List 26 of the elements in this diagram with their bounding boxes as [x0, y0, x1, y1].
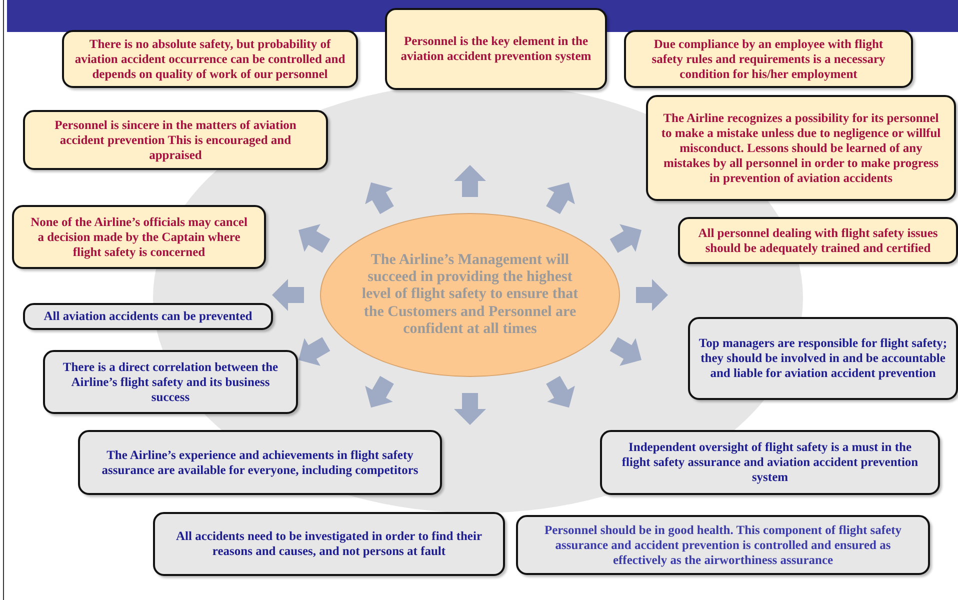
- statement-box: Personnel is sincere in the matters of aviation accident prevention This is encouraged and appraised: [23, 110, 328, 170]
- statement-box: Top managers are responsible for flight safety; they should be involved in and be accountable and liable for aviation accident prevention: [688, 317, 958, 400]
- statement-box: Independent oversight of flight safety is a must in the flight safety assurance and aviation accident prevention system: [600, 430, 940, 495]
- statement-box: Personnel is the key element in the aviation accident prevention system: [385, 8, 607, 90]
- block-arrow: [298, 224, 330, 253]
- statement-box: All personnel dealing with flight safety issues should be adequately trained and certified: [678, 217, 958, 264]
- block-arrow: [272, 279, 304, 311]
- statement-box: None of the Airline’s officials may cancel a decision made by the Captain where flight safety is concerned: [12, 205, 266, 269]
- block-arrow: [298, 337, 330, 366]
- block-arrow: [454, 393, 486, 425]
- statement-box: All aviation accidents can be prevented: [23, 303, 273, 330]
- statement-box: The Airline’s experience and achievements in flight safety assurance are available for everyone, including competitors: [78, 430, 442, 495]
- statement-box: Personnel should be in good health. This component of flight safety assurance and accident prevention is controlled and ensured as effectively as the airworthiness assurance: [516, 515, 930, 575]
- statement-box: There is a direct correlation between the Airline’s flight safety and its business success: [43, 350, 298, 414]
- block-arrow: [636, 279, 668, 311]
- block-arrow: [610, 224, 642, 253]
- block-arrow: [546, 182, 575, 214]
- block-arrow: [610, 337, 642, 366]
- block-arrow: [365, 376, 394, 408]
- block-arrow: [454, 165, 486, 197]
- statement-box: There is no absolute safety, but probability of aviation accident occurrence can be controlled and depends on quality of work of our personnel: [62, 30, 358, 88]
- statement-box: All accidents need to be investigated in order to find their reasons and causes, and not persons at fault: [153, 512, 505, 576]
- statement-box: The Airline recognizes a possibility for its personnel to make a mistake unless due to negligence or willful misconduct. Lessons should be learned of any mistakes by all personnel in order to make progress in prevention of aviation accidents: [646, 95, 956, 201]
- block-arrow: [546, 376, 575, 408]
- statement-box: Due compliance by an employee with flight safety rules and requirements is a necessary condition for his/her employment: [624, 30, 913, 88]
- block-arrow: [365, 182, 394, 214]
